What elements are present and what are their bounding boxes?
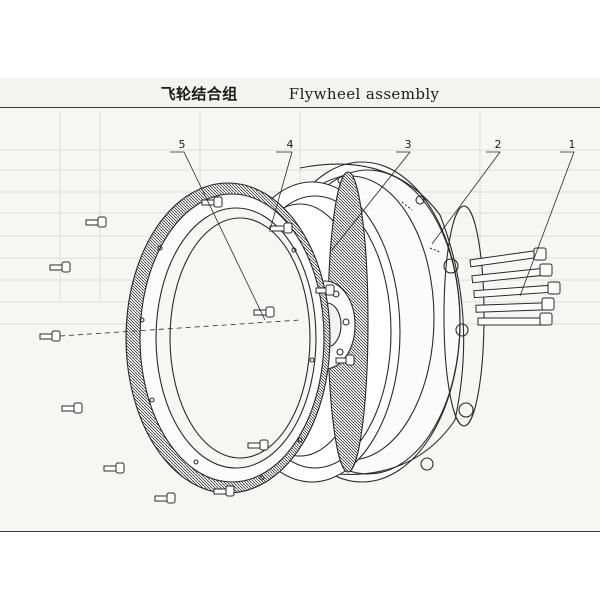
title-rule: [0, 107, 600, 108]
callout-5: 5: [179, 138, 186, 151]
screw: [154, 492, 176, 504]
ring-gear: [125, 182, 331, 494]
callout-2: 2: [495, 138, 502, 151]
rear-bolt: [473, 281, 561, 299]
rear-bolt: [475, 297, 555, 313]
rear-bolts: [469, 247, 561, 326]
screw: [39, 330, 61, 342]
screw: [315, 284, 335, 296]
screw: [213, 485, 235, 497]
callout-numbers: 5 4 3 2 1: [179, 138, 576, 151]
title-chinese: 飞轮结合组: [160, 85, 238, 103]
screw: [85, 216, 107, 228]
screw: [247, 439, 269, 451]
callout-1: 1: [569, 138, 576, 151]
callout-4: 4: [287, 138, 294, 151]
screw: [201, 196, 223, 208]
screw: [103, 462, 125, 474]
rear-bolt: [477, 312, 553, 326]
screw: [61, 402, 83, 414]
title-english: Flywheel assembly: [288, 85, 440, 103]
screw: [49, 261, 71, 273]
rear-bolt: [471, 263, 553, 284]
bottom-rule: [0, 531, 600, 532]
screw: [335, 354, 355, 366]
leader-lines: [170, 151, 575, 321]
header-band: [0, 78, 600, 108]
assembly-axis: [59, 319, 301, 337]
screw: [269, 222, 293, 234]
mounting-screws: [39, 196, 355, 504]
callout-3: 3: [405, 138, 412, 151]
page-title: 飞轮结合组 Flywheel assembly: [0, 83, 600, 104]
